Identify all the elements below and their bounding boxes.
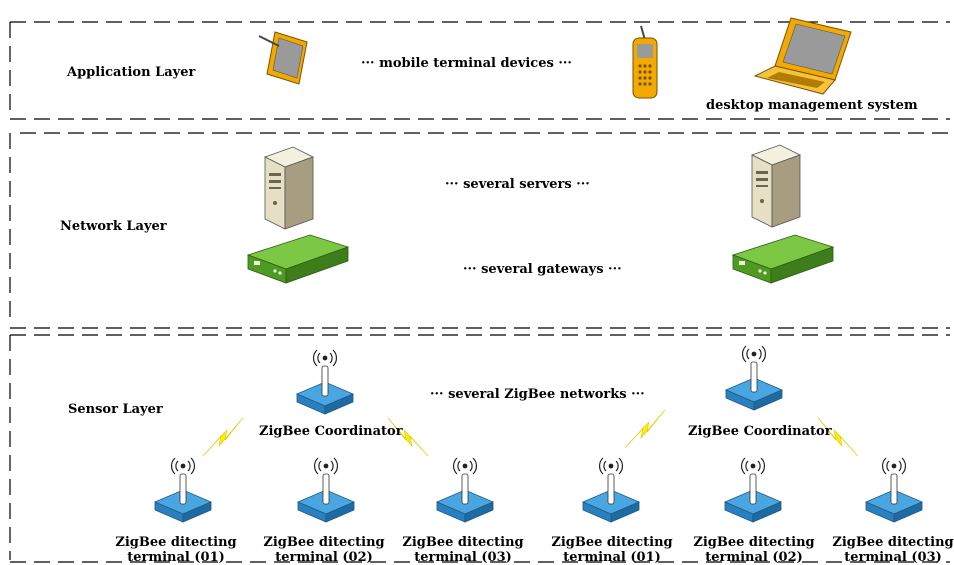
desktop-system-label: desktop management system — [706, 98, 918, 113]
terminal-label-line2: terminal (02) — [275, 550, 373, 565]
terminal-label-03: ZigBee ditecting terminal (03) — [402, 535, 523, 565]
gateway-icon-right — [732, 234, 834, 284]
terminal-label-line1: ZigBee ditecting — [263, 535, 385, 550]
lightning-icon — [202, 417, 244, 457]
terminal-label-02: ZigBee ditecting terminal (02) — [263, 535, 384, 565]
terminal-label-line1: ZigBee ditecting — [693, 535, 815, 550]
application-layer-label: Application Layer — [67, 65, 196, 80]
terminal-label-line1: ZigBee ditecting — [551, 535, 673, 550]
mobile-devices-label: ··· mobile terminal devices ··· — [361, 56, 572, 71]
zigbee-terminal-icon-02 — [297, 457, 355, 523]
network-layer-frame — [9, 132, 950, 329]
zigbee-terminal-icon-01 — [154, 457, 212, 523]
terminal-label-line1: ZigBee ditecting — [402, 535, 524, 550]
servers-label: ··· several servers ··· — [445, 177, 590, 192]
zigbee-networks-label: ··· several ZigBee networks ··· — [430, 387, 645, 402]
network-layer-label: Network Layer — [60, 219, 167, 234]
mobile-phone-icon — [632, 25, 658, 99]
zigbee-coordinator-icon-left — [296, 349, 354, 415]
zigbee-terminal-icon-04 — [582, 457, 640, 523]
zigbee-terminal-icon-05 — [724, 457, 782, 523]
terminal-label-line2: terminal (02) — [705, 550, 803, 565]
zigbee-coordinator-icon-right — [725, 345, 783, 411]
terminal-label-line2: terminal (01) — [127, 550, 225, 565]
terminal-label-04: ZigBee ditecting terminal (01) — [551, 535, 672, 565]
tablet-icon — [258, 31, 308, 85]
sensor-layer-label: Sensor Layer — [68, 402, 163, 417]
coordinator-label-left: ZigBee Coordinator — [259, 424, 403, 439]
zigbee-terminal-icon-03 — [436, 457, 494, 523]
terminal-label-line2: terminal (01) — [563, 550, 661, 565]
coordinator-label-right: ZigBee Coordinator — [688, 424, 832, 439]
sensor-layer-frame — [9, 334, 950, 563]
terminal-label-line2: terminal (03) — [844, 550, 942, 565]
terminal-label-06: ZigBee ditecting terminal (03) — [832, 535, 953, 565]
server-icon-left — [264, 146, 314, 230]
terminal-label-line2: terminal (03) — [414, 550, 512, 565]
terminal-label-line1: ZigBee ditecting — [832, 535, 954, 550]
gateway-icon-left — [247, 234, 349, 284]
terminal-label-line1: ZigBee ditecting — [115, 535, 237, 550]
zigbee-terminal-icon-06 — [865, 457, 923, 523]
lightning-icon — [624, 409, 666, 449]
gateways-label: ··· several gateways ··· — [463, 262, 622, 277]
server-icon-right — [751, 144, 801, 228]
terminal-label-05: ZigBee ditecting terminal (02) — [693, 535, 814, 565]
laptop-icon — [753, 17, 852, 95]
terminal-label-01: ZigBee ditecting terminal (01) — [115, 535, 236, 565]
